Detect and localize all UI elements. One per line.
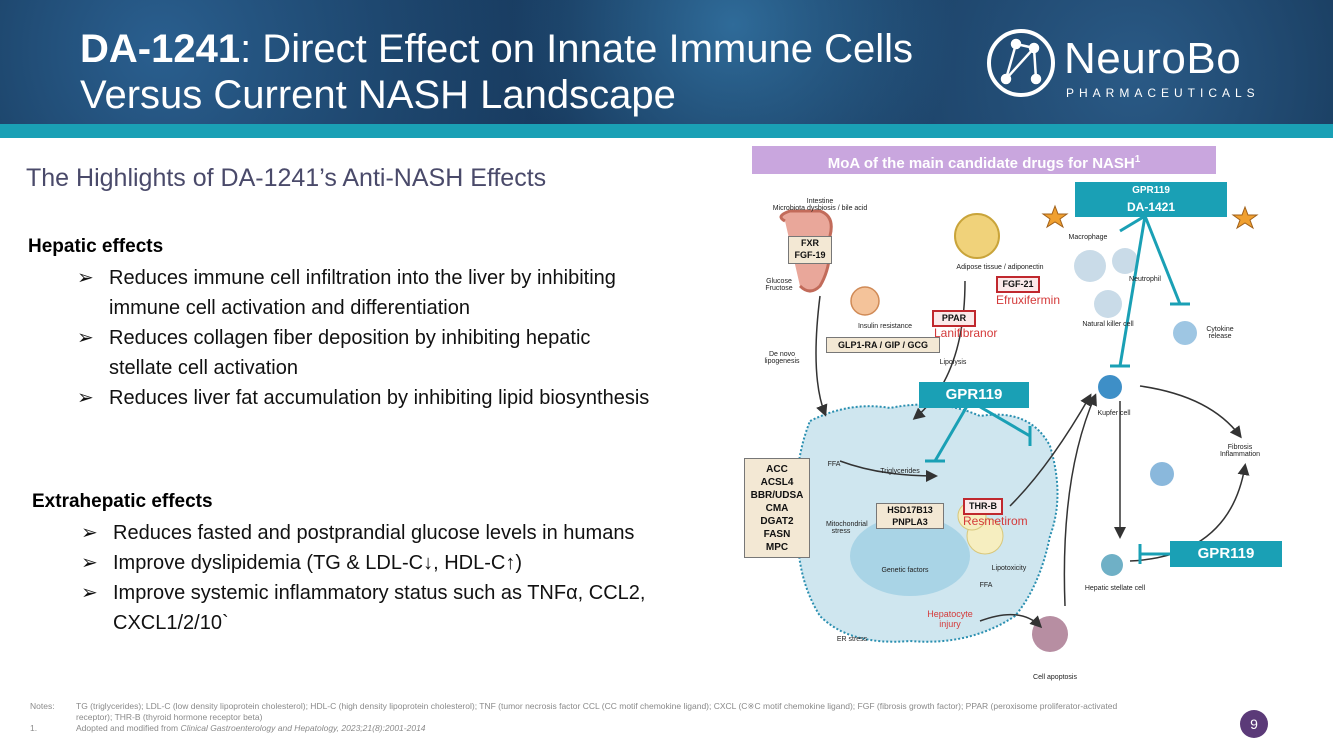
arrow-bullet-icon: ➢ xyxy=(77,327,94,349)
apoptosis-icon xyxy=(1032,616,1068,652)
kupfer-label: Kupfer cell xyxy=(1097,410,1131,417)
arrow-bullet-icon: ➢ xyxy=(81,552,98,574)
neutrophil-icon xyxy=(1112,248,1138,274)
arrow-bullet-icon: ➢ xyxy=(81,522,98,544)
logo-subtitle: PHARMACEUTICALS xyxy=(1066,86,1260,100)
list-item: ➢Improve systemic inflammatory status su… xyxy=(81,578,661,638)
fgf21-box: FGF-21 xyxy=(996,276,1040,293)
list-item: ➢Reduces collagen fiber deposition by in… xyxy=(77,323,657,383)
footnotes: Notes:TG (triglycerides); LDL-C (low den… xyxy=(30,701,1280,734)
list-item: ➢Improve dyslipidemia (TG & LDL-C↓, HDL-… xyxy=(81,548,661,578)
ffa-label: FFA xyxy=(827,461,841,468)
adipose-label: Adipose tissue / adiponectin xyxy=(956,264,1044,271)
hepatic-heading: Hepatic effects xyxy=(28,236,164,257)
glucose-label: Glucose Fructose xyxy=(765,278,793,292)
star-icon xyxy=(1041,204,1069,229)
nucleus-shape xyxy=(850,516,970,596)
moa-banner: MoA of the main candidate drugs for NASH… xyxy=(752,146,1216,174)
ppar-box: PPAR xyxy=(932,310,976,327)
glp1-box: GLP1-RA / GIP / GCG xyxy=(826,337,940,353)
neutrophil-label: Neutrophil xyxy=(1129,276,1161,283)
neurobo-logo: NeuroBo PHARMACEUTICALS xyxy=(986,24,1276,104)
banner-footnote-marker: 1 xyxy=(1134,154,1141,165)
list-item: ➢Reduces immune cell infiltration into t… xyxy=(77,263,657,323)
page-number: 9 xyxy=(1240,710,1268,738)
cytokine-cell-icon xyxy=(1173,321,1197,345)
extrahepatic-heading: Extrahepatic effects xyxy=(32,491,213,512)
nk-label: Natural killer cell xyxy=(1082,321,1134,328)
lipotox-label: Lipotoxicity xyxy=(991,565,1027,572)
er-label: ER stress xyxy=(836,636,868,643)
mito-label: Mitochondrial stress xyxy=(826,521,868,535)
thrb-box: THR-B xyxy=(963,498,1003,515)
arrow xyxy=(1009,393,1092,507)
logo-wordmark: NeuroBo xyxy=(1064,34,1242,83)
title-rest: : Direct Effect on Innate Immune Cells V… xyxy=(80,27,913,117)
lipolysis-label: Lipolysis xyxy=(939,359,967,366)
efruxifermin-label: Efruxifermin xyxy=(996,293,1061,307)
ffa2-label: FFA xyxy=(979,582,993,589)
gpr119-hepatocyte-box: GPR119 xyxy=(919,382,1029,408)
macrophage-icon xyxy=(1074,250,1106,282)
denovo-label: De novo lipogenesis xyxy=(764,351,800,365)
arrow-bullet-icon: ➢ xyxy=(81,582,98,604)
arrow-bullet-icon: ➢ xyxy=(77,267,94,289)
arrow xyxy=(815,295,828,417)
moa-diagram: GPR119 DA-1421 GPR119 GPR119 Intestine M… xyxy=(740,176,1300,691)
slide-title: DA-1241: Direct Effect on Innate Immune … xyxy=(80,26,960,118)
cytokine-label: Cytokine release xyxy=(1206,326,1234,340)
hepatic-list: ➢Reduces immune cell infiltration into t… xyxy=(77,263,657,413)
fibrosis-label: Fibrosis Inflammation xyxy=(1219,444,1261,458)
resmetirom-label: Resmetirom xyxy=(963,514,1028,528)
activated-cell-icon xyxy=(1150,462,1174,486)
header-banner: DA-1241: Direct Effect on Innate Immune … xyxy=(0,0,1333,124)
notes-line1: TG (triglycerides); LDL-C (low density l… xyxy=(76,701,1118,711)
pancreas-icon xyxy=(850,286,880,316)
star-icon xyxy=(1231,205,1259,230)
arrow xyxy=(1129,463,1250,562)
arrow xyxy=(1139,385,1242,439)
arrow xyxy=(979,613,1043,629)
stellate-label: Hepatic stellate cell xyxy=(1084,585,1146,592)
enzyme-box: ACC ACSL4 BBR/UDSA CMA DGAT2 FASN MPC xyxy=(744,458,810,558)
section-subtitle: The Highlights of DA-1241’s Anti-NASH Ef… xyxy=(26,164,547,192)
intestine-label: Intestine Microbiota dysbiosis / bile ac… xyxy=(772,198,868,212)
arrow-bullet-icon: ➢ xyxy=(77,387,94,409)
arrow xyxy=(839,460,938,482)
fxr-box: FXR FGF-19 xyxy=(788,236,832,264)
macrophage-label: Macrophage xyxy=(1068,234,1108,241)
kupfer-cell-icon xyxy=(1098,375,1122,399)
notes-line2: receptor); THR-B (thyroid hormone recept… xyxy=(76,712,263,722)
extrahepatic-list: ➢Reduces fasted and postprandial glucose… xyxy=(81,518,661,638)
triglycerides-label: Triglycerides xyxy=(880,468,920,475)
injury-label: Hepatocyte injury xyxy=(927,609,973,629)
title-bold: DA-1241 xyxy=(80,27,241,71)
nk-cell-icon xyxy=(1094,290,1122,318)
gpr119-stellate-box: GPR119 xyxy=(1170,541,1282,567)
inhibition-lines xyxy=(925,214,1190,564)
genetic-label: Genetic factors xyxy=(881,567,929,574)
lanifibranor-label: Lanifibranor xyxy=(934,326,998,340)
insulin-label: Insulin resistance xyxy=(857,323,913,330)
list-item: ➢Reduces fasted and postprandial glucose… xyxy=(81,518,661,548)
list-item: ➢Reduces liver fat accumulation by inhib… xyxy=(77,383,657,413)
gpr119-da1421-box: GPR119 DA-1421 xyxy=(1075,182,1227,217)
logo-molecule-icon xyxy=(987,29,1055,97)
reference-journal: Clinical Gastroenterology and Hepatology… xyxy=(180,723,426,733)
arrow xyxy=(1063,393,1097,607)
adipose-icon xyxy=(954,213,1000,259)
stellate-cell-icon xyxy=(1101,554,1123,576)
apoptosis-label: Cell apoptosis xyxy=(1033,674,1077,681)
header-accent-strip xyxy=(0,124,1333,138)
hsd-box: HSD17B13 PNPLA3 xyxy=(876,503,944,529)
reference-text: Adopted and modified from xyxy=(76,723,181,733)
